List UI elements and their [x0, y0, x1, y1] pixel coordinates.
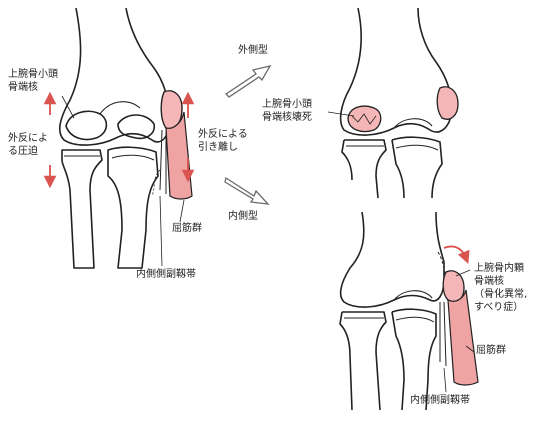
main-medial-structures: [151, 90, 193, 200]
left-leader-lines: [61, 95, 185, 267]
label-medial-epicondyle: 上腕骨内顆 骨端核 （骨化異常, すべり症）: [474, 263, 528, 313]
main-elbow: [58, 7, 171, 269]
mcl-right: [439, 301, 447, 367]
medial-elbow: [339, 211, 446, 411]
flexor-mass-right: [447, 289, 479, 386]
label-flexor-left: 屈筋群: [172, 223, 202, 234]
radius-outline: [61, 149, 103, 269]
slip-arrow: [443, 245, 470, 264]
trochlea: [117, 114, 156, 140]
arrow-to-lateral: [224, 65, 272, 98]
transition-arrows: [224, 65, 272, 205]
label-capitellum: 上腕骨小頭 骨端核: [8, 69, 58, 93]
label-necrosis: 上腕骨小頭 骨端核壊死: [262, 99, 312, 123]
humerus-inner-line: [99, 101, 141, 115]
red-arrows: [43, 91, 195, 189]
capitellum-necrosis: [347, 105, 382, 133]
label-valgus-compression: 外反によ る圧迫: [8, 133, 48, 157]
label-valgus-traction: 外反による 引き離し: [198, 129, 248, 153]
lateral-elbow: [339, 7, 453, 199]
medial-epicondyle-slipped: [442, 270, 465, 303]
label-mcl-left: 内側側副靱帯: [136, 269, 196, 280]
arrow-to-medial: [224, 176, 270, 205]
capitellum-epiphysis: [65, 110, 108, 141]
label-medial-type: 内側型: [228, 211, 258, 222]
mcl-left: [159, 129, 167, 194]
label-mcl-right: 内側側副靱帯: [410, 395, 470, 406]
humerus-outline: [58, 7, 171, 146]
medial-epicondyle-lateral: [436, 86, 459, 120]
label-flexor-right: 屈筋群: [476, 345, 506, 356]
ulna-outline: [107, 146, 159, 269]
label-lateral-type: 外側型: [238, 45, 268, 56]
